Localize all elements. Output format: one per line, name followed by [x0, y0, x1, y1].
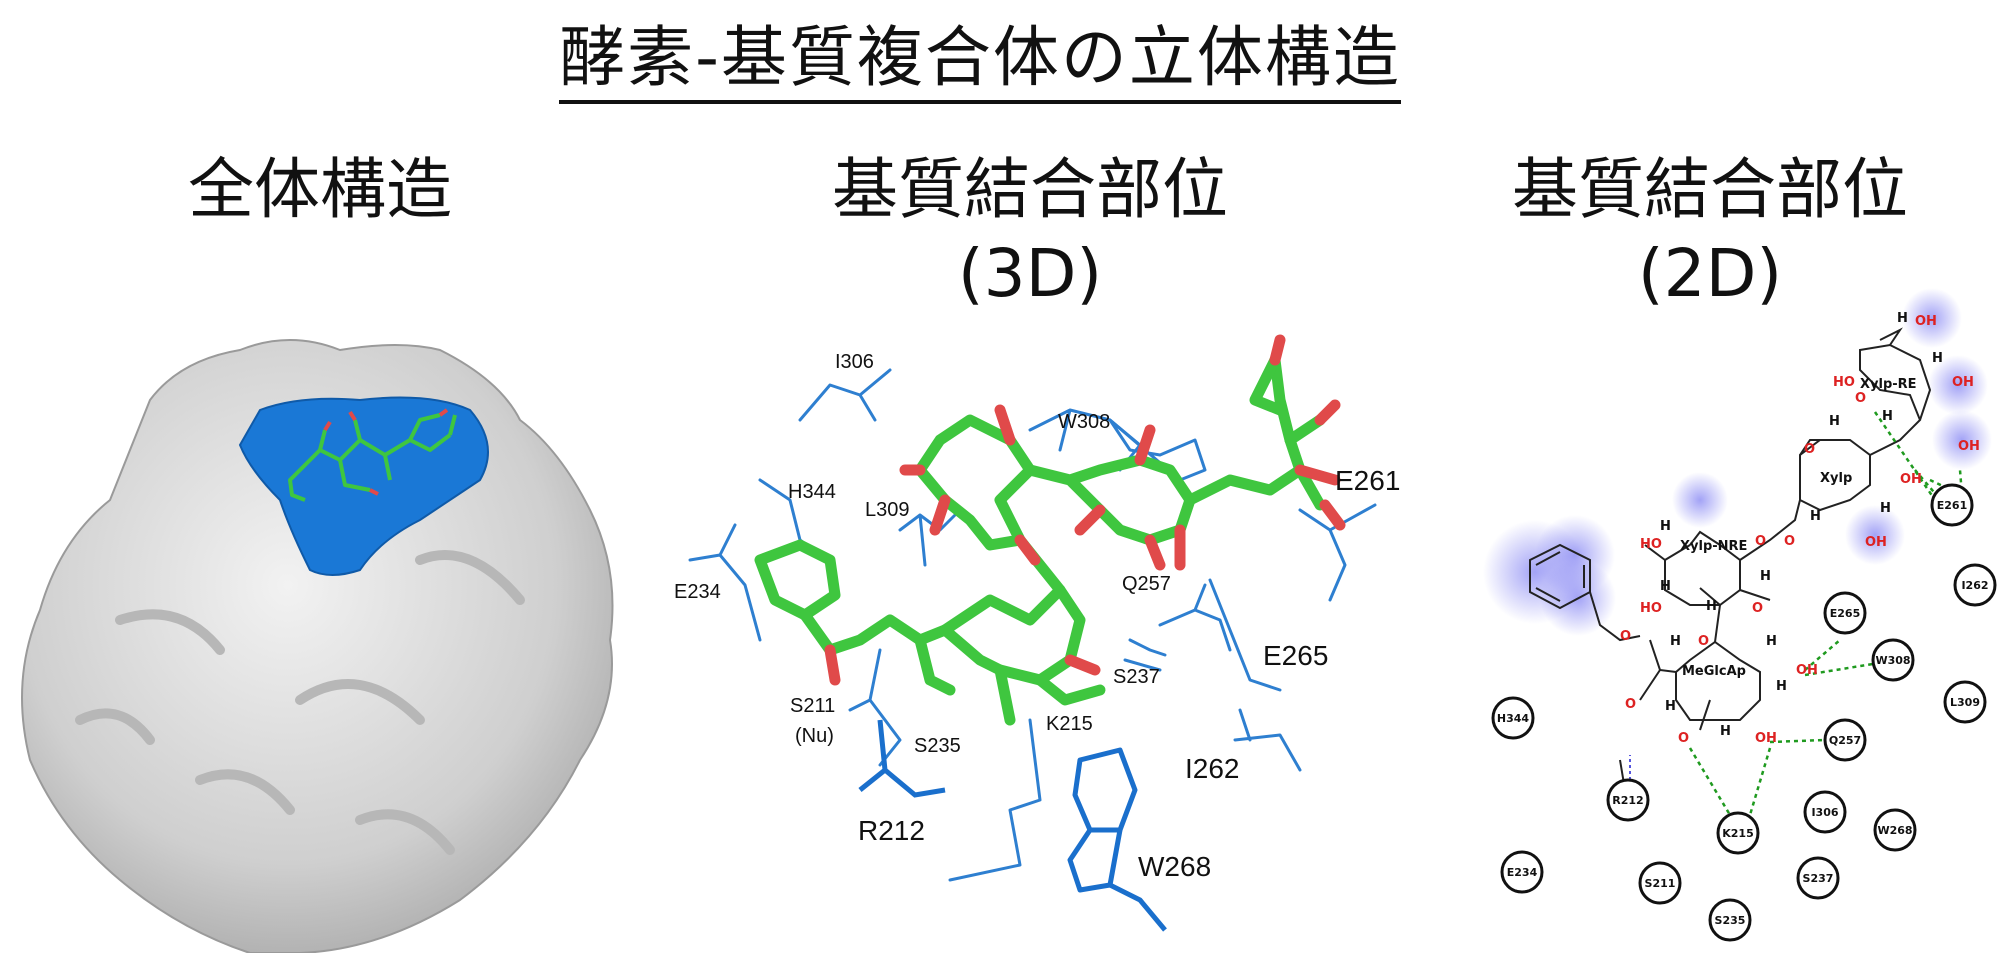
atom-h-5: H — [1880, 501, 1891, 516]
atom-h-4: H — [1829, 414, 1840, 429]
res2d-E261: E261 — [1937, 499, 1967, 512]
label-meglca: MeGlcAp — [1682, 664, 1746, 679]
label-Q257: Q257 — [1122, 573, 1171, 595]
res2d-S235: S235 — [1715, 914, 1746, 927]
label-I262: I262 — [1185, 753, 1240, 784]
label-I306: I306 — [835, 351, 874, 373]
label-S237: S237 — [1113, 666, 1160, 688]
hydrophobic-blobs — [1483, 288, 1992, 636]
atom-h-10: H — [1706, 599, 1717, 614]
label-R212: R212 — [858, 815, 925, 846]
atom-ho-3: HO — [1640, 601, 1662, 616]
residue-labels-2d: E261 I262 E265 W308 L309 H344 Q257 R212 … — [1497, 499, 1989, 927]
atom-o-5: O — [1752, 601, 1763, 616]
res2d-Q257: Q257 — [1829, 734, 1861, 747]
res2d-H344: H344 — [1497, 712, 1530, 725]
atom-h-1: H — [1897, 311, 1908, 326]
atom-h-3: H — [1882, 409, 1893, 424]
atom-h-14: H — [1665, 699, 1676, 714]
res2d-I306: I306 — [1811, 806, 1838, 819]
res2d-E234: E234 — [1507, 866, 1538, 879]
residue-circles-2d — [1491, 483, 1997, 942]
atom-h-11: H — [1766, 634, 1777, 649]
label-E234: E234 — [674, 581, 721, 603]
ring-labels-2d: Xylp-RE Xylp Xylp-NRE MeGlcAp — [1680, 377, 1917, 679]
label-S211: S211 — [790, 695, 835, 717]
trp-sidechain-3d — [1067, 747, 1167, 932]
atom-o-4: O — [1784, 534, 1795, 549]
label-H344: H344 — [788, 481, 836, 503]
panel-title-3d: 基質結合部位(3D) — [832, 151, 1228, 312]
atom-o-9: O — [1678, 731, 1689, 746]
substrate-sticks-3d — [754, 334, 1346, 726]
figure-title: 酵素-基質複合体の立体構造 — [0, 4, 1960, 104]
label-W268: W268 — [1138, 851, 1211, 882]
substrate-sticks-overview — [288, 408, 457, 502]
label-S235: S235 — [914, 735, 961, 757]
atom-labels-2d: OH HO OH OH OH OH HO HO OH OH O O O O O … — [1620, 311, 1980, 746]
atom-ho-2: HO — [1640, 537, 1662, 552]
label-L309: L309 — [865, 499, 910, 521]
atom-oh-1: OH — [1915, 314, 1937, 329]
ligand-2d-bonds — [1529, 327, 1932, 791]
atom-o-7: O — [1620, 629, 1631, 644]
label-E261: E261 — [1335, 465, 1400, 496]
res2d-L309: L309 — [1950, 696, 1980, 709]
label-xylre: Xylp-RE — [1860, 377, 1917, 392]
atom-h-15: H — [1720, 724, 1731, 739]
atom-oh-2: OH — [1952, 375, 1974, 390]
atom-o-8: O — [1625, 697, 1636, 712]
protein-surface — [21, 339, 614, 953]
atom-oh-5: OH — [1865, 535, 1887, 550]
residue-lines-3d — [688, 368, 1377, 882]
res2d-E265: E265 — [1830, 607, 1860, 620]
atom-h-6: H — [1810, 509, 1821, 524]
res2d-R212: R212 — [1612, 794, 1643, 807]
label-E265: E265 — [1263, 640, 1328, 671]
res2d-I262: I262 — [1961, 579, 1988, 592]
atom-o-2: O — [1804, 442, 1815, 457]
label-nu: (Nu) — [795, 725, 834, 747]
atom-oh-4: OH — [1900, 472, 1922, 487]
label-xyl: Xylp — [1820, 471, 1852, 486]
residue-labels-3d: I306 W308 H344 L309 E261 E234 Q257 E265 … — [674, 351, 1400, 882]
panel-title-overall: 全体構造 — [188, 151, 452, 228]
atom-h-13: H — [1776, 679, 1787, 694]
res2d-W268: W268 — [1877, 824, 1912, 837]
atom-h-7: H — [1660, 519, 1671, 534]
atom-ho-1: HO — [1833, 375, 1855, 390]
atom-o-6: O — [1698, 634, 1709, 649]
res2d-W308: W308 — [1875, 654, 1910, 667]
label-W308: W308 — [1058, 411, 1110, 433]
atom-h-8: H — [1760, 569, 1771, 584]
atom-oh-6: OH — [1796, 663, 1818, 678]
label-K215: K215 — [1046, 713, 1093, 735]
res2d-S237: S237 — [1803, 872, 1834, 885]
atom-o-1: O — [1855, 391, 1866, 406]
panel-title-2d: 基質結合部位(2D) — [1512, 151, 1908, 312]
arg-sidechain-3d — [858, 719, 946, 798]
res2d-S211: S211 — [1645, 877, 1676, 890]
hbond-lines — [1688, 411, 1964, 816]
atom-oh-3: OH — [1958, 439, 1980, 454]
atom-oh-7: OH — [1755, 731, 1777, 746]
atom-h-9: H — [1660, 579, 1671, 594]
atom-h-12: H — [1670, 634, 1681, 649]
atom-h-2: H — [1932, 351, 1943, 366]
label-xylnre: Xylp-NRE — [1680, 539, 1747, 554]
atom-o-3: O — [1755, 534, 1766, 549]
res2d-K215: K215 — [1722, 827, 1754, 840]
